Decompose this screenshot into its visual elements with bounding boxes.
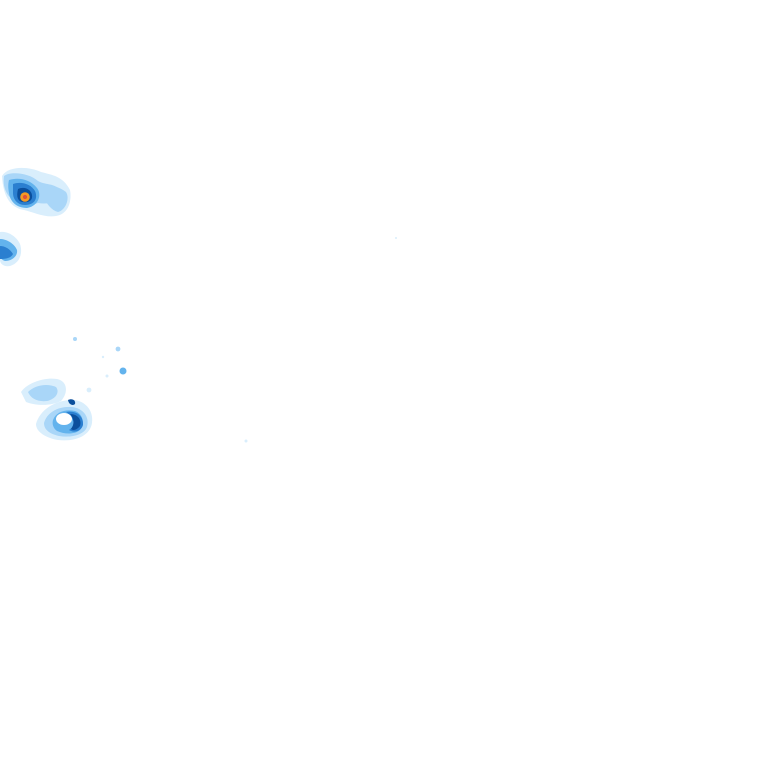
scattered-echo-7 — [395, 237, 397, 239]
echo-northwest-cell — [2, 167, 71, 217]
southwest-upper-light-band — [28, 384, 58, 402]
scattered-echo-8 — [101, 355, 105, 359]
scattered-echo-3 — [119, 367, 127, 375]
echo-southwest-cluster — [21, 378, 93, 441]
echo-scattered-light-echoes — [58, 237, 397, 443]
southwest-upper-heavy-speck — [68, 399, 76, 405]
echo-west-edge-cell — [0, 231, 22, 267]
southwest-lower-clear-eye — [56, 413, 72, 425]
scattered-echo-4 — [86, 387, 92, 393]
southwest-lower-heavy-arc — [70, 414, 81, 430]
northwest-light-trail — [42, 185, 68, 212]
west-edge-strong-band — [0, 246, 13, 259]
scattered-echo-1 — [73, 337, 77, 341]
northwest-core-inner — [22, 194, 28, 200]
scattered-echo-2 — [115, 346, 121, 352]
scattered-echo-5 — [105, 374, 109, 378]
scattered-echo-6 — [244, 439, 248, 443]
scattered-echo-9 — [58, 403, 62, 407]
